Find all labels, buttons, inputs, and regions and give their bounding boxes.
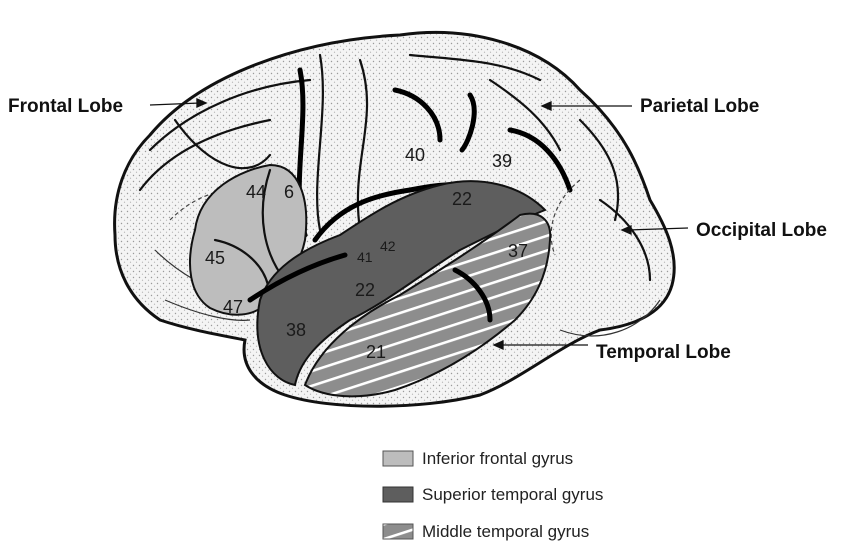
area-39: 39 bbox=[492, 151, 512, 171]
legend-label-inferior-frontal: Inferior frontal gyrus bbox=[422, 449, 573, 468]
area-45: 45 bbox=[205, 248, 225, 268]
label-frontal-lobe: Frontal Lobe bbox=[8, 96, 123, 117]
legend-swatch-middle-temporal bbox=[383, 524, 413, 539]
area-41: 41 bbox=[357, 249, 373, 265]
area-40: 40 bbox=[405, 145, 425, 165]
area-6: 6 bbox=[284, 182, 294, 202]
label-temporal-lobe: Temporal Lobe bbox=[596, 342, 731, 363]
area-37: 37 bbox=[508, 241, 528, 261]
legend-swatch-superior-temporal bbox=[383, 487, 413, 502]
legend: Inferior frontal gyrus Superior temporal… bbox=[383, 449, 603, 541]
area-22-upper: 22 bbox=[452, 189, 472, 209]
legend-swatch-inferior-frontal bbox=[383, 451, 413, 466]
legend-label-middle-temporal: Middle temporal gyrus bbox=[422, 522, 589, 541]
label-parietal-lobe: Parietal Lobe bbox=[640, 96, 759, 117]
area-22-lower: 22 bbox=[355, 280, 375, 300]
area-44: 44 bbox=[246, 182, 266, 202]
area-38: 38 bbox=[286, 320, 306, 340]
area-21: 21 bbox=[366, 342, 386, 362]
area-42: 42 bbox=[380, 238, 396, 254]
label-occipital-lobe: Occipital Lobe bbox=[696, 220, 827, 241]
area-47: 47 bbox=[223, 297, 243, 317]
legend-label-superior-temporal: Superior temporal gyrus bbox=[422, 485, 603, 504]
